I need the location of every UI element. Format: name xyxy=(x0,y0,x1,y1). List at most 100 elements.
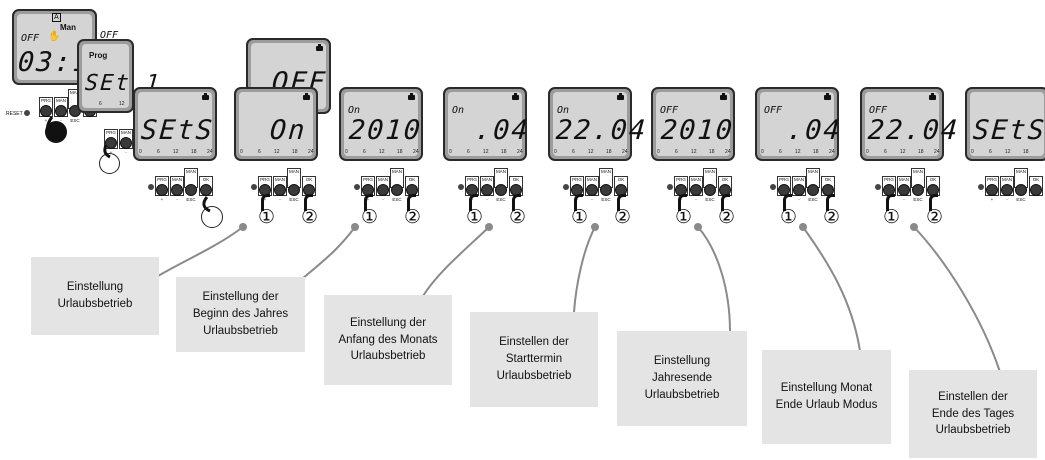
camera-icon xyxy=(408,93,415,100)
press-indicator-filled xyxy=(45,121,67,143)
man-square-label: MAN xyxy=(1016,169,1026,174)
esc-button[interactable] xyxy=(704,184,716,196)
press-indicator-open xyxy=(201,206,223,228)
press-indicator-open xyxy=(99,153,120,174)
ok-label: OK xyxy=(617,177,625,182)
minus-label: - xyxy=(176,197,178,202)
man-square-label: MAN xyxy=(913,169,923,174)
leader-dot xyxy=(591,223,599,231)
esc-label: ESC xyxy=(289,197,299,202)
leader-dot xyxy=(485,223,493,231)
ok-label: OK xyxy=(408,177,416,182)
esc-button[interactable] xyxy=(185,184,197,196)
prg-button[interactable] xyxy=(986,184,998,196)
esc-label: ESC xyxy=(186,197,196,202)
press-arrow-icon xyxy=(617,194,626,211)
esc-label: ESC xyxy=(496,197,506,202)
leader-line xyxy=(802,226,861,352)
reset-label: RESET xyxy=(6,111,23,117)
plus-label: + xyxy=(44,118,48,123)
man-minus-button[interactable] xyxy=(1001,184,1013,196)
minus-label: - xyxy=(798,197,800,202)
minus-label: - xyxy=(1006,197,1008,202)
camera-icon xyxy=(617,93,624,100)
man-label: MAN xyxy=(378,177,388,182)
press-arrow xyxy=(46,116,54,138)
camera-icon xyxy=(824,93,831,100)
ok-label: OK xyxy=(824,177,832,182)
callout-anfang-monats: Einstellung der Anfang des Monats Urlaub… xyxy=(324,295,452,385)
esc-button[interactable] xyxy=(391,184,403,196)
camera-icon xyxy=(720,93,727,100)
status-led xyxy=(978,184,984,190)
step-number-one: ① xyxy=(571,206,589,228)
man-minus-button[interactable] xyxy=(898,184,910,196)
step-number-one: ① xyxy=(258,206,276,228)
step-number-two: ② xyxy=(926,206,944,228)
man-minus-button[interactable] xyxy=(377,184,389,196)
leader-line xyxy=(913,226,1001,373)
man-label: MAN xyxy=(899,177,909,182)
man-label: MAN xyxy=(482,177,492,182)
status-led xyxy=(667,184,673,190)
status-led xyxy=(458,184,464,190)
status-led xyxy=(354,184,360,190)
esc-button[interactable] xyxy=(912,184,924,196)
prg-button[interactable] xyxy=(156,184,168,196)
esc-button[interactable] xyxy=(495,184,507,196)
man-minus-button[interactable] xyxy=(55,105,67,117)
man-minus-button[interactable] xyxy=(120,137,132,149)
press-arrow-icon xyxy=(721,194,730,211)
esc-button[interactable] xyxy=(807,184,819,196)
plus-label: + xyxy=(160,197,164,202)
man-minus-button[interactable] xyxy=(690,184,702,196)
ok-label: OK xyxy=(512,177,520,182)
man-square-label: MAN xyxy=(808,169,818,174)
lcd-5-value: SEtS xyxy=(139,115,216,146)
prg-label: PRG xyxy=(260,177,270,182)
plus-label: + xyxy=(990,197,994,202)
prg-button[interactable] xyxy=(40,105,52,117)
man-minus-button[interactable] xyxy=(274,184,286,196)
prg-button[interactable] xyxy=(105,137,117,149)
press-arrow-icon xyxy=(304,194,313,211)
status-led xyxy=(563,184,569,190)
press-arrow-icon xyxy=(469,194,478,211)
step-number-one: ① xyxy=(466,206,484,228)
ok-label: OK xyxy=(202,177,210,182)
man-minus-button[interactable] xyxy=(793,184,805,196)
esc-button[interactable] xyxy=(288,184,300,196)
press-arrow-icon xyxy=(512,194,521,211)
camera-icon xyxy=(316,44,323,51)
man-label: MAN xyxy=(121,130,131,135)
man-minus-button[interactable] xyxy=(481,184,493,196)
esc-label: ESC xyxy=(70,118,80,123)
ok-label: OK xyxy=(1032,177,1040,182)
man-minus-button[interactable] xyxy=(171,184,183,196)
minus-label: - xyxy=(125,150,127,155)
esc-label: ESC xyxy=(705,197,715,202)
camera-icon xyxy=(929,93,936,100)
press-arrow-icon xyxy=(574,194,583,211)
man-label: MAN xyxy=(587,177,597,182)
man-minus-button[interactable] xyxy=(586,184,598,196)
ok-button[interactable] xyxy=(200,184,212,196)
esc-button[interactable] xyxy=(1015,184,1027,196)
step-number-two: ② xyxy=(509,206,527,228)
callout-einstellung-urlaubsbetrieb: Einstellung Urlaubsbetrieb xyxy=(31,257,159,335)
lcd-6-value: On xyxy=(268,115,308,146)
press-arrow xyxy=(202,196,211,213)
prg-label: PRG xyxy=(41,98,51,103)
ok-button[interactable] xyxy=(1030,184,1042,196)
prg-label: PRG xyxy=(572,177,582,182)
press-arrow-icon xyxy=(886,194,895,211)
man-square-label: MAN xyxy=(70,90,80,95)
esc-button[interactable] xyxy=(600,184,612,196)
